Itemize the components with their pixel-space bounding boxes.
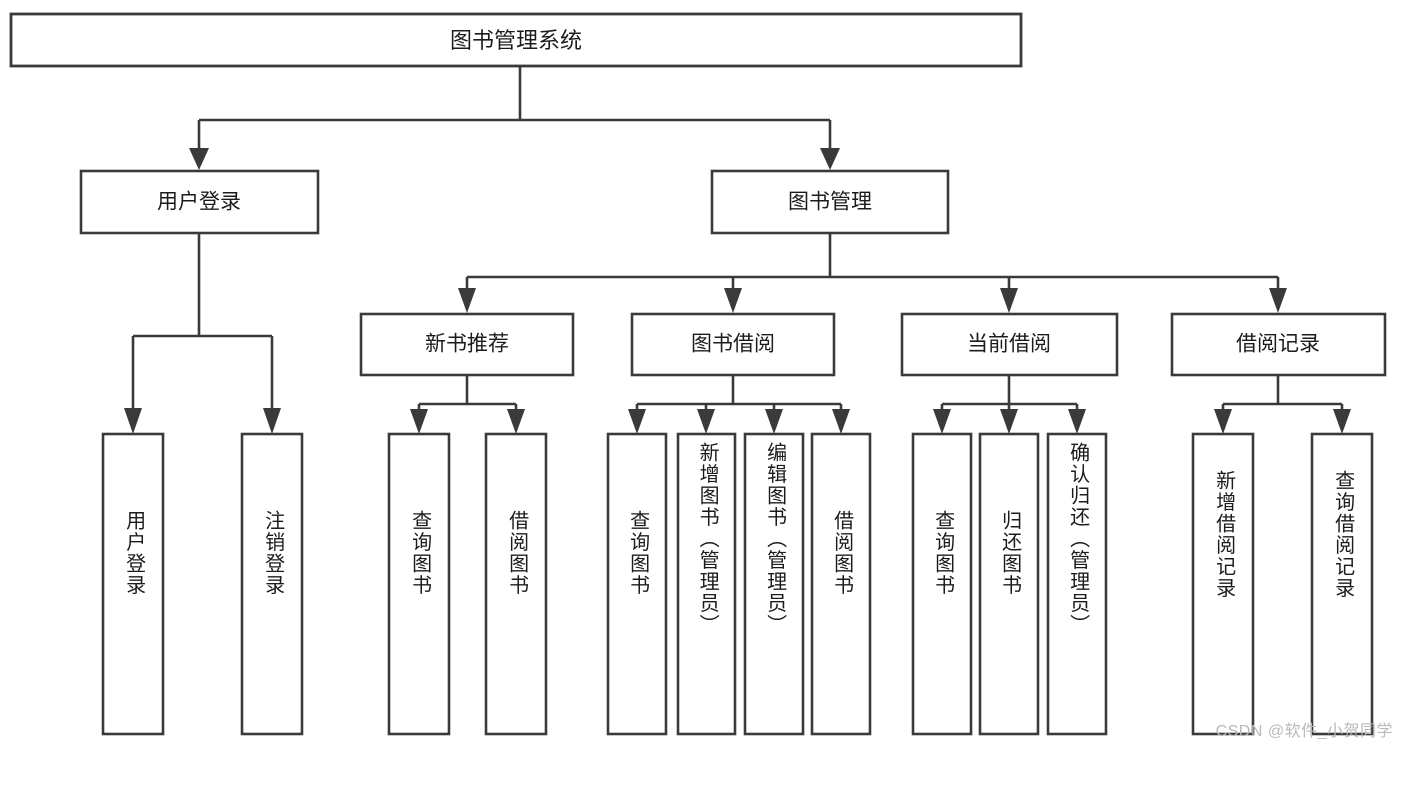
node-leaf-query-book-2-box[interactable] bbox=[606, 432, 668, 736]
watermark-text: CSDN @软件_小贺同学 bbox=[1215, 723, 1393, 740]
connector-group-current-borrow bbox=[933, 375, 1086, 434]
arrow-head-borrow-record bbox=[1269, 288, 1287, 313]
node-leaf-query-record-box[interactable] bbox=[1310, 432, 1374, 736]
node-current-borrow-box[interactable] bbox=[900, 312, 1119, 377]
node-book-borrow-box[interactable] bbox=[630, 312, 836, 377]
arrow-head-leaf-confirm-return bbox=[1068, 409, 1086, 434]
arrow-head-leaf-query-book-1 bbox=[410, 409, 428, 434]
connector-group-book-borrow bbox=[628, 375, 850, 434]
node-book-manage-label: 图书管理 bbox=[788, 191, 872, 214]
arrow-head-leaf-user-login bbox=[124, 408, 142, 434]
node-user-login-label: 用户登录 bbox=[157, 191, 241, 214]
arrow-head-leaf-borrow-book-2 bbox=[832, 409, 850, 434]
node-leaf-query-book-3-box[interactable] bbox=[911, 432, 973, 736]
node-root-box[interactable] bbox=[9, 12, 1023, 68]
node-leaf-user-login-box[interactable] bbox=[101, 432, 165, 736]
node-current-borrow-label: 当前借阅 bbox=[967, 333, 1051, 356]
arrow-head-leaf-user-logout bbox=[263, 408, 281, 434]
arrow-head-new-book-recommend bbox=[458, 288, 476, 313]
connector-group-new-book-recommend bbox=[410, 375, 525, 434]
diagram-canvas: 图书管理系统 用户登录 图书管理 新书推荐 图书借阅 当前借阅 借阅记录 bbox=[9, 12, 1387, 736]
node-leaf-edit-book-box[interactable] bbox=[743, 432, 805, 736]
node-leaf-borrow-book-2-box[interactable] bbox=[810, 432, 872, 736]
node-book-manage-box[interactable] bbox=[710, 169, 950, 235]
node-root-label: 图书管理系统 bbox=[450, 28, 582, 53]
arrow-head-book-manage bbox=[820, 148, 840, 170]
arrow-head-leaf-add-record bbox=[1214, 409, 1232, 434]
connector-group-user-login bbox=[124, 233, 281, 434]
arrow-head-leaf-return-book bbox=[1000, 409, 1018, 434]
diagram-root: 图书管理系统 用户登录 图书管理 新书推荐 图书借阅 当前借阅 借阅记录 用户登… bbox=[9, 12, 1393, 740]
arrow-head-leaf-borrow-book-1 bbox=[507, 409, 525, 434]
node-borrow-record-label: 借阅记录 bbox=[1236, 333, 1320, 356]
arrow-head-current-borrow bbox=[1000, 288, 1018, 313]
node-leaf-user-logout-box[interactable] bbox=[240, 432, 304, 736]
node-leaf-borrow-book-1-box[interactable] bbox=[484, 432, 548, 736]
node-leaf-add-record-box[interactable] bbox=[1191, 432, 1255, 736]
arrow-head-leaf-edit-book bbox=[765, 409, 783, 434]
connector-group-book-manage bbox=[458, 233, 1287, 313]
node-leaf-confirm-return-box[interactable] bbox=[1046, 432, 1108, 736]
connector-group-root bbox=[189, 66, 840, 170]
arrow-head-book-borrow bbox=[724, 288, 742, 313]
node-borrow-record-box[interactable] bbox=[1170, 312, 1387, 377]
node-book-borrow-label: 图书借阅 bbox=[691, 333, 775, 356]
arrow-head-leaf-query-book-3 bbox=[933, 409, 951, 434]
arrow-head-user-login bbox=[189, 148, 209, 170]
arrow-head-leaf-query-book-2 bbox=[628, 409, 646, 434]
node-leaf-query-book-1-box[interactable] bbox=[387, 432, 451, 736]
arrow-head-leaf-query-record bbox=[1333, 409, 1351, 434]
node-user-login-box[interactable] bbox=[79, 169, 320, 235]
node-new-book-recommend-label: 新书推荐 bbox=[425, 333, 509, 356]
arrow-head-leaf-add-book bbox=[697, 409, 715, 434]
node-leaf-add-book-box[interactable] bbox=[676, 432, 737, 736]
node-new-book-recommend-box[interactable] bbox=[359, 312, 575, 377]
connector-group-borrow-record bbox=[1214, 375, 1351, 434]
node-leaf-return-book-box[interactable] bbox=[978, 432, 1040, 736]
